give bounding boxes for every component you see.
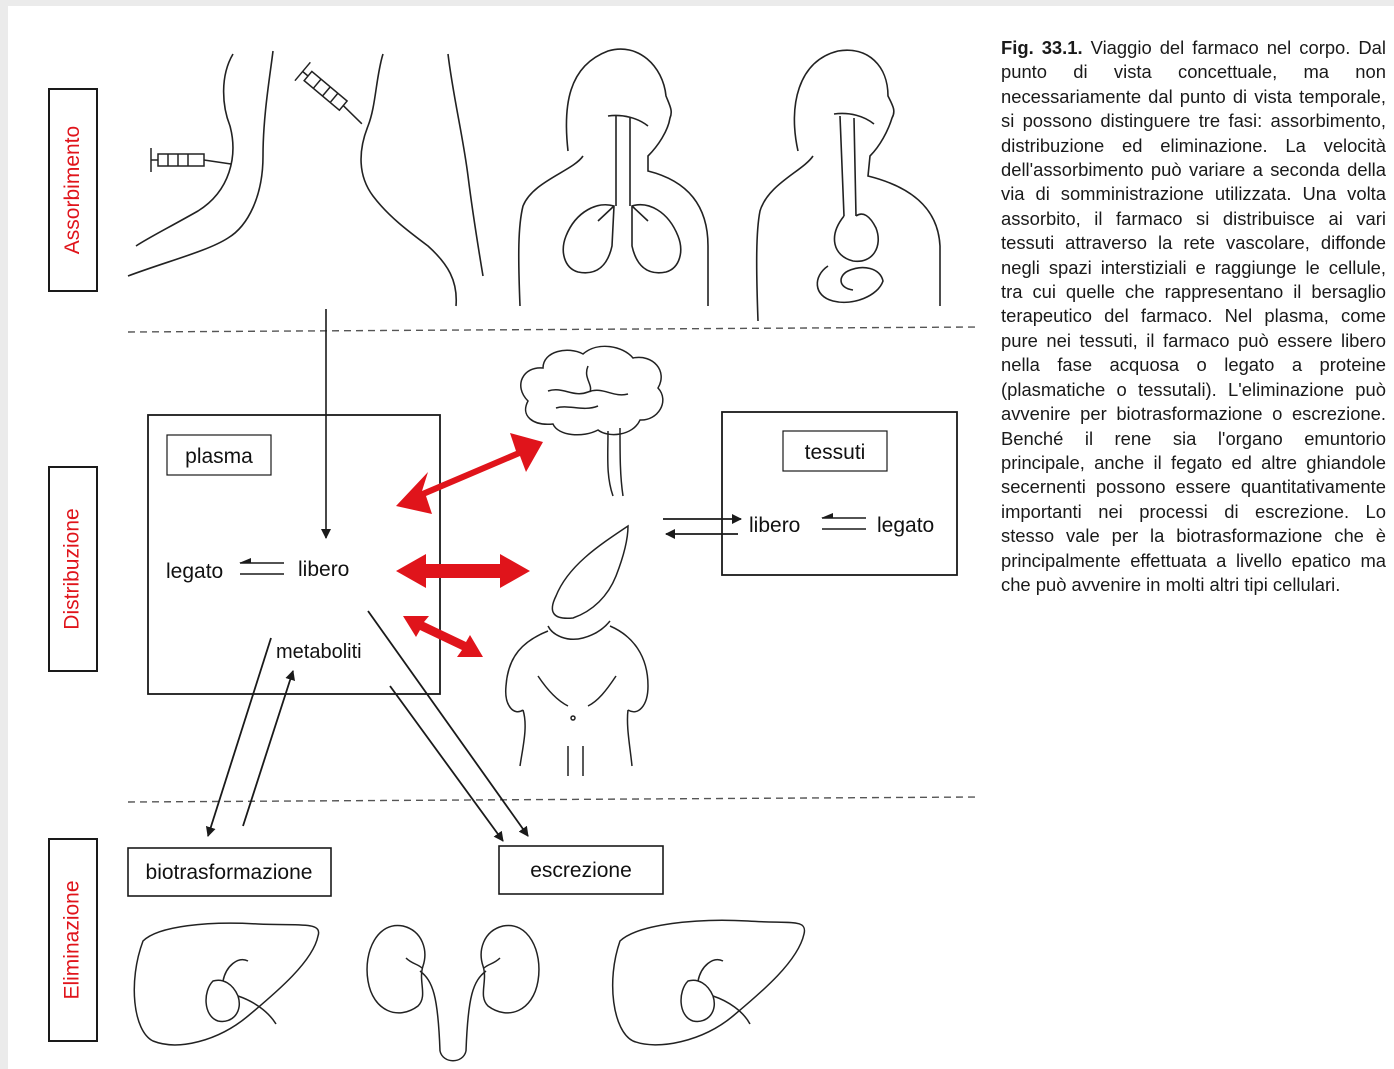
excretion-box [498, 845, 664, 895]
adipose-body-illustration [505, 620, 649, 776]
arrow-from-biotransformation [242, 670, 295, 827]
phase-box-distribution: Distribuzione [48, 466, 98, 672]
tissues-free-label: libero [749, 514, 800, 537]
tissues-title-box [782, 430, 888, 472]
tissues-compartment [721, 411, 958, 576]
plasma-title-box [166, 434, 272, 476]
plasma-compartment [147, 414, 441, 695]
separator-absorption-distribution [127, 326, 979, 333]
plasma-title: plasma [185, 445, 253, 468]
liver-illustration [133, 922, 320, 1046]
plasma-free-label: libero [298, 558, 349, 581]
separator-distribution-elimination [127, 796, 979, 803]
red-arrow-brain [396, 433, 543, 514]
liver-organ-illustration [551, 524, 629, 620]
distribution-diagram: plasma legato libero metaboliti tessuti … [127, 48, 979, 1062]
brain-illustration [520, 345, 664, 497]
plasma-metabolites-label: metaboliti [276, 641, 362, 663]
kidneys-illustration [366, 924, 540, 1062]
syringe-icon [294, 61, 363, 125]
arrow-to-biotransformation [205, 637, 272, 837]
excretion-label: escrezione [530, 859, 632, 882]
caption-text: Viaggio del farmaco nel corpo. Dal punto… [1001, 37, 1386, 595]
plasma-bound-label: legato [166, 560, 223, 583]
arrow-free-to-excretion [367, 610, 529, 837]
phase-box-absorption: Assorbimento [48, 88, 98, 292]
biotransformation-label: biotrasformazione [146, 861, 313, 884]
arrow-metabolites-to-excretion [389, 685, 504, 842]
arm-injection-illustration [127, 50, 274, 277]
figure-page: Assorbimento Distribuzione Eliminazione [8, 6, 1394, 1069]
red-arrow-adipose [403, 616, 483, 657]
biotransformation-box [127, 847, 332, 897]
phase-box-elimination: Eliminazione [48, 838, 98, 1042]
figure-label: Fig. 33.1. [1001, 37, 1083, 58]
lungs-inhalation-illustration [517, 48, 709, 307]
torso-injection-illustration [360, 53, 484, 307]
syringe-icon [150, 148, 232, 172]
red-arrow-liver [396, 554, 530, 588]
tissues-title: tessuti [805, 441, 866, 464]
liver-illustration [611, 919, 806, 1046]
digestive-oral-illustration [755, 49, 941, 322]
figure-caption: Fig. 33.1. Viaggio del farmaco nel corpo… [1001, 36, 1386, 597]
tissues-bound-label: legato [877, 514, 934, 537]
